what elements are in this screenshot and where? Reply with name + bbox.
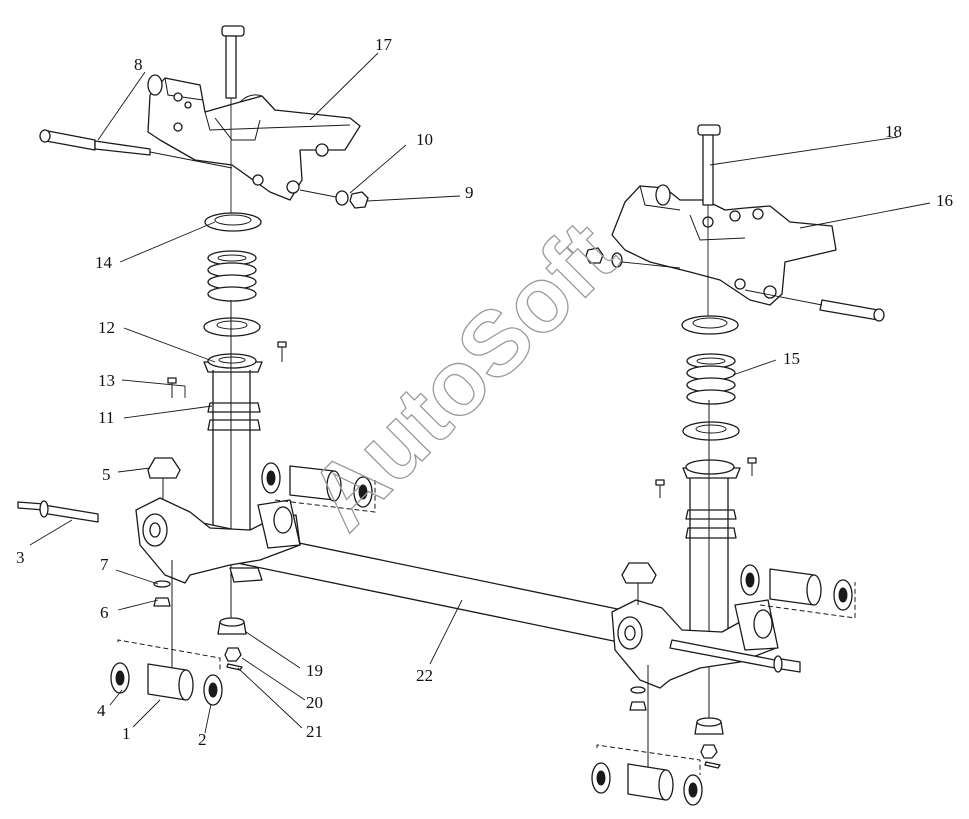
right-spring-15 bbox=[686, 353, 736, 405]
right-lower-bushing bbox=[591, 744, 703, 806]
callout-17: 17 bbox=[375, 35, 393, 54]
callout-16: 16 bbox=[936, 191, 953, 210]
callout-numbers: 1 2 3 4 5 6 7 8 9 10 11 12 13 14 15 16 1… bbox=[16, 35, 953, 749]
right-stub-axle bbox=[669, 639, 801, 673]
callout-13: 13 bbox=[98, 371, 115, 390]
leader-lines bbox=[29, 52, 931, 734]
left-shims-11 bbox=[207, 402, 261, 431]
left-stub-axle-3 bbox=[17, 500, 99, 523]
right-screws bbox=[655, 457, 757, 498]
callout-12: 12 bbox=[98, 318, 115, 337]
left-lower-bushing-1-2-4 bbox=[110, 639, 223, 706]
right-bump-stop-nut bbox=[694, 717, 724, 769]
callout-9: 9 bbox=[465, 183, 474, 202]
left-trailing-arm bbox=[135, 497, 301, 584]
left-spring bbox=[207, 250, 257, 302]
left-plate-12 bbox=[203, 353, 263, 373]
left-spring-seat-14 bbox=[204, 212, 262, 232]
right-plate bbox=[682, 459, 741, 479]
right-spring-plate bbox=[682, 421, 740, 441]
callout-3: 3 bbox=[16, 548, 25, 567]
callout-21: 21 bbox=[306, 722, 323, 741]
callout-7: 7 bbox=[100, 555, 109, 574]
left-rubber-pad-5 bbox=[147, 457, 181, 500]
left-nut-9-washer-10 bbox=[299, 189, 369, 209]
callout-20: 20 bbox=[306, 693, 323, 712]
callout-10: 10 bbox=[416, 130, 433, 149]
right-vertical-bolt-18 bbox=[697, 124, 721, 320]
callout-4: 4 bbox=[97, 701, 106, 720]
right-bracket-bolt bbox=[744, 289, 885, 322]
callout-8: 8 bbox=[134, 55, 143, 74]
callout-5: 5 bbox=[102, 465, 111, 484]
left-vertical-bolt bbox=[221, 25, 245, 215]
callout-11: 11 bbox=[98, 408, 114, 427]
left-screws-13 bbox=[167, 341, 287, 398]
callout-19: 19 bbox=[306, 661, 323, 680]
callout-1: 1 bbox=[122, 724, 131, 743]
watermark: AutoSoft bbox=[290, 202, 637, 549]
callout-6: 6 bbox=[100, 603, 109, 622]
right-shims bbox=[685, 509, 737, 539]
callout-22: 22 bbox=[416, 666, 433, 685]
right-upper-bushing bbox=[740, 564, 856, 619]
left-nut-20-pin-21 bbox=[224, 647, 243, 671]
right-shock-body bbox=[689, 400, 729, 725]
right-upper-bracket bbox=[611, 184, 837, 306]
right-bolt-washer bbox=[629, 665, 649, 775]
left-upper-bushing bbox=[261, 462, 376, 513]
right-rubber-pad bbox=[621, 562, 657, 605]
callout-2: 2 bbox=[198, 730, 207, 749]
left-spring-plate bbox=[203, 317, 261, 337]
callout-18: 18 bbox=[885, 122, 902, 141]
right-nut-washer bbox=[585, 247, 681, 269]
callout-14: 14 bbox=[95, 253, 113, 272]
callout-15: 15 bbox=[783, 349, 800, 368]
left-bracket-bolt-8 bbox=[39, 129, 233, 169]
right-spring-seat bbox=[681, 315, 739, 335]
left-upper-bracket bbox=[147, 74, 361, 201]
left-bump-stop-19 bbox=[217, 617, 247, 635]
